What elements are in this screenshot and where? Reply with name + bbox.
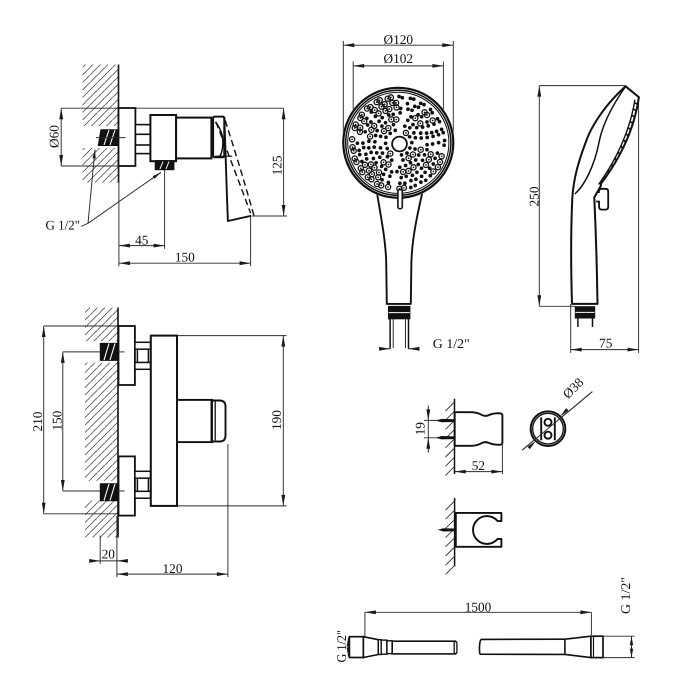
svg-text:120: 120 [163,561,183,576]
svg-text:150: 150 [175,249,195,264]
svg-text:G 1/2": G 1/2" [433,336,470,351]
svg-text:G 1/2": G 1/2" [334,630,349,663]
svg-text:G 1/2": G 1/2" [46,217,81,232]
svg-text:20: 20 [102,547,116,562]
svg-text:45: 45 [135,232,149,247]
svg-text:150: 150 [50,410,65,430]
svg-text:Ø102: Ø102 [384,51,414,66]
svg-text:52: 52 [472,458,485,473]
svg-text:19: 19 [413,422,428,436]
svg-text:190: 190 [269,410,284,430]
svg-text:75: 75 [599,335,613,350]
svg-text:Ø60: Ø60 [47,125,62,148]
svg-text:125: 125 [269,155,284,175]
svg-text:250: 250 [526,186,541,206]
svg-text:1500: 1500 [465,599,492,614]
svg-text:G 1/2": G 1/2" [618,577,633,614]
svg-text:210: 210 [30,411,45,431]
svg-text:Ø120: Ø120 [384,32,414,47]
